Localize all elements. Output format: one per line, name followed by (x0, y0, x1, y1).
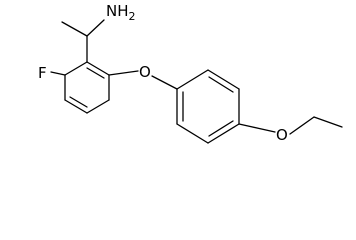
fluorine-label: F (38, 64, 47, 82)
structure-canvas: NH2 F O O (38, 2, 343, 144)
molecule-drawing: NH2 F O O (38, 2, 343, 144)
ethoxyphenyl-ring (176, 69, 240, 144)
bond-ch-nh2 (86, 19, 105, 37)
bond-o-ch2 (289, 116, 315, 135)
ether-oxygen-label: O (139, 63, 151, 81)
bond-o-ring (151, 75, 178, 90)
amine-label: NH2 (106, 2, 136, 23)
bond-c-f (50, 71, 66, 76)
bond-ch2-ch3 (313, 116, 343, 128)
bond-ring-o (108, 70, 139, 76)
bond-ring-o-ethoxy (238, 123, 276, 133)
ethoxy-oxygen-label: O (276, 126, 288, 144)
fluorophenyl-ring (64, 61, 110, 114)
bond-methyl-ch (61, 21, 88, 37)
